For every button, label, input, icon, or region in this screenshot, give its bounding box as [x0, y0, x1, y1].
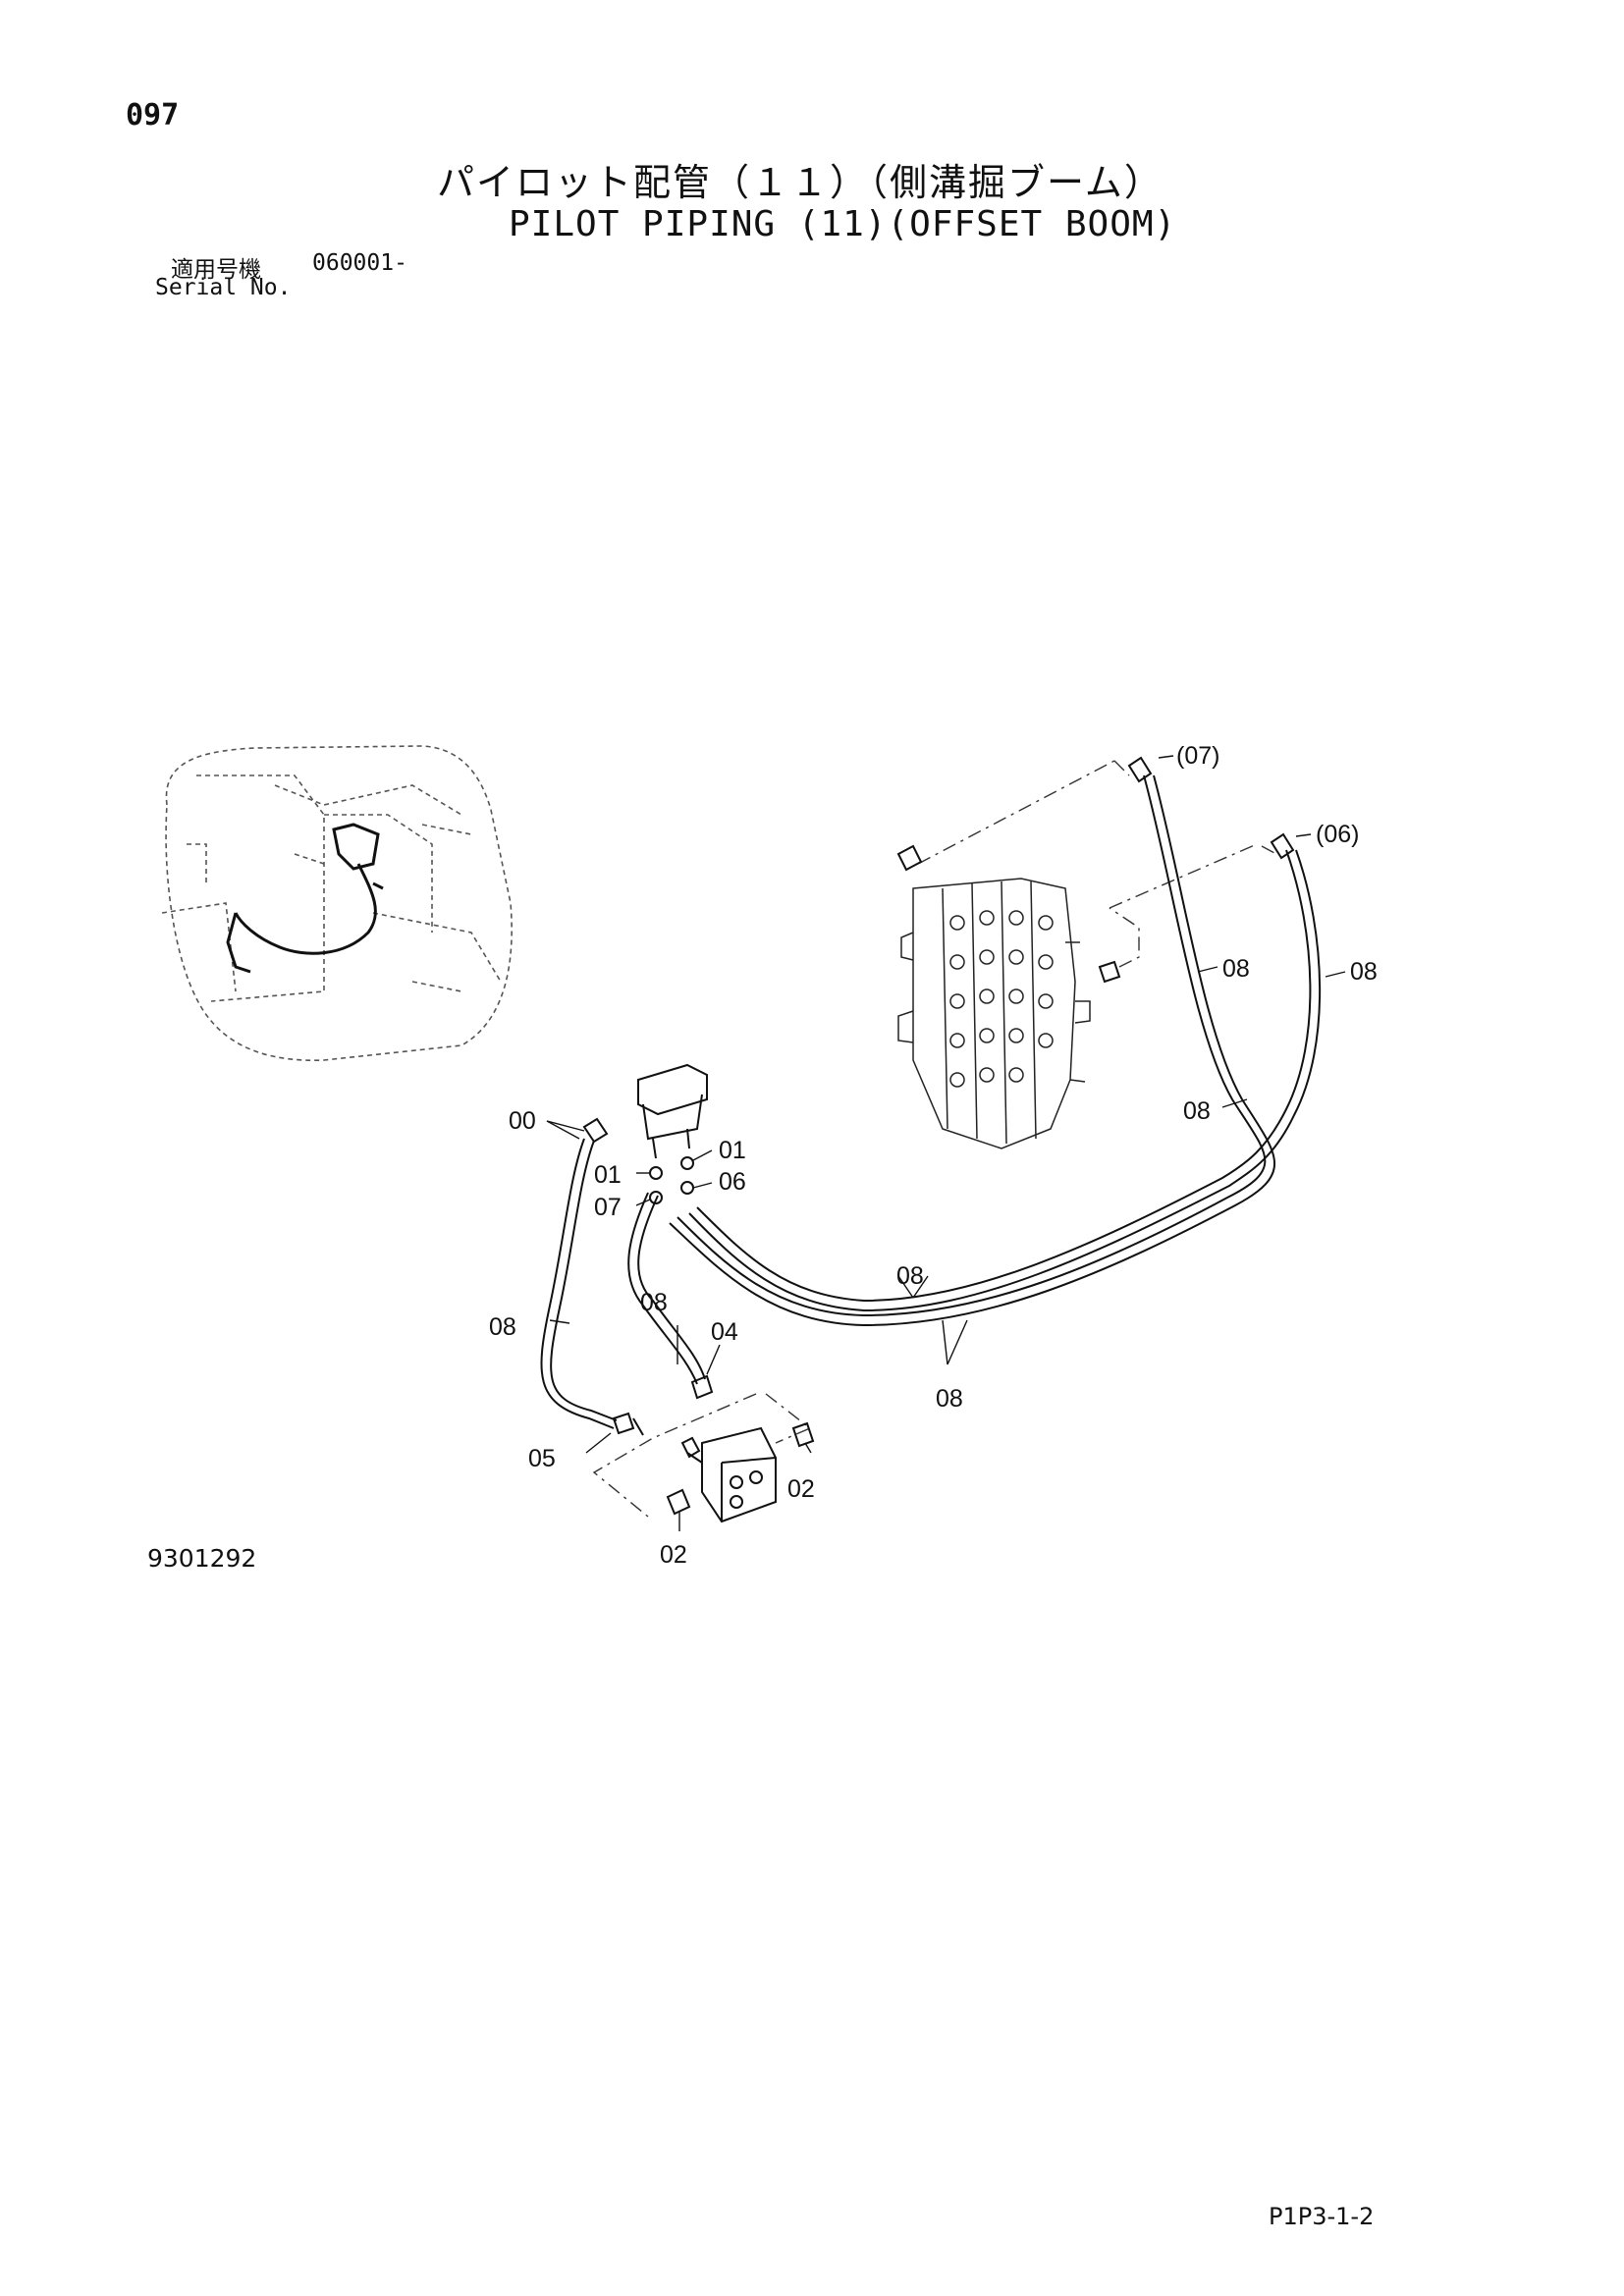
callout-08-g: 08 — [936, 1385, 963, 1413]
shuttle-valve-block — [680, 1426, 777, 1523]
fitting-07 — [1127, 756, 1153, 783]
callout-02-right: 02 — [787, 1475, 815, 1503]
fitting-02-right — [791, 1421, 815, 1448]
assembly-leaders — [592, 760, 1277, 1518]
title-english: PILOT PIPING (11)(OFFSET BOOM) — [509, 204, 1177, 244]
callout-08-b: 08 — [1350, 958, 1378, 986]
callout-05: 05 — [528, 1445, 556, 1472]
overview-harness — [226, 823, 384, 974]
fitting-00 — [582, 1117, 609, 1144]
pilot-valve — [637, 1063, 708, 1204]
callout-06-paren: (06) — [1316, 821, 1359, 848]
fitting-04 — [690, 1374, 714, 1400]
callout-06: 06 — [719, 1168, 746, 1196]
callout-08-f: 08 — [489, 1313, 516, 1341]
fitting-02-bottom — [666, 1488, 691, 1516]
callout-leaders — [546, 755, 1346, 1531]
callout-08-a: 08 — [1222, 955, 1250, 983]
serial-value: 060001- — [312, 250, 407, 276]
page-number: 097 — [126, 98, 180, 133]
callout-08-e: 08 — [640, 1289, 668, 1316]
title-japanese: パイロット配管（１１）（側溝掘ブーム） — [437, 161, 1164, 204]
control-valve-block — [897, 878, 1091, 1149]
callout-08-d: 08 — [896, 1262, 924, 1290]
serial-label-japanese: 適用号機 — [171, 257, 261, 283]
excavator-overview-illustration — [161, 745, 513, 1062]
callout-01-left: 01 — [594, 1161, 622, 1189]
fitting-valve-side — [896, 844, 1121, 984]
sheet-code: P1P3-1-2 — [1269, 2203, 1375, 2230]
callout-00: 00 — [509, 1107, 536, 1135]
callout-02-bottom: 02 — [660, 1541, 687, 1569]
serial-label-english: Serial No. — [155, 275, 292, 300]
hoses-08 — [540, 774, 1322, 1429]
callout-01-right: 01 — [719, 1137, 746, 1164]
callout-07-paren: (07) — [1176, 742, 1219, 770]
drawing-number: 9301292 — [147, 1544, 257, 1573]
callout-08-c: 08 — [1183, 1097, 1211, 1125]
fitting-06 — [1270, 832, 1295, 860]
callout-04: 04 — [711, 1318, 738, 1346]
callout-07: 07 — [594, 1194, 622, 1221]
fitting-05 — [612, 1412, 644, 1436]
